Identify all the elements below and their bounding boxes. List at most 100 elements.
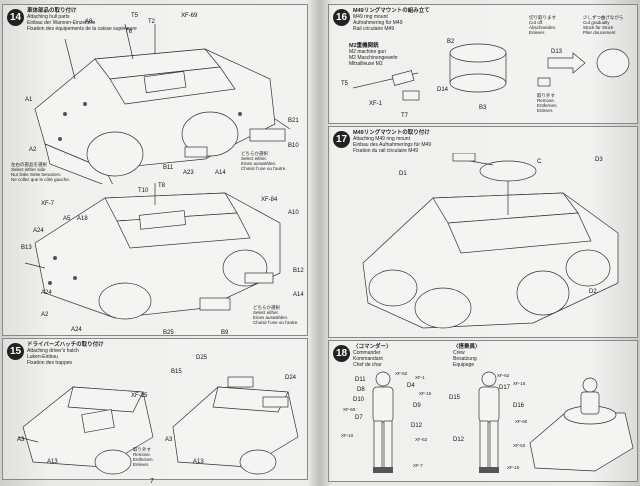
step-18-crew-header: 〈搭乗員〉 Crew Besatzung Equipage [453, 344, 481, 368]
part-label: A3 [165, 437, 173, 443]
part-label: B10 [288, 143, 299, 149]
part-label: C [537, 159, 542, 165]
step-16-number: 16 [333, 9, 350, 26]
step-14-panel: 14 車体部品の取り付け Attaching hull parts Einbau… [2, 4, 308, 336]
step-14-note-a: どちらか選択 Select either. Eines auswählen. C… [241, 151, 287, 171]
part-label: B21 [288, 118, 299, 124]
part-label: A1 [25, 97, 33, 103]
part-label: A18 [77, 216, 88, 222]
paint-label: XF-69 [181, 13, 198, 19]
step-16-note-bend: 少しずつ曲げながら Cut gradually Stück für Stück … [583, 15, 624, 35]
right-page: 16 M49リングマウントの組み立て M49 ring mount Aufnah… [320, 0, 640, 486]
part-label: D15 [449, 395, 461, 401]
step-18-placement-drawing [529, 377, 634, 472]
part-label: A6 [85, 19, 93, 25]
step-14-header: 車体部品の取り付け Attaching hull parts Einbau de… [27, 8, 137, 32]
step-16-note-cut: 切り取ります Cut off. Abschneiden. Enlever. [529, 15, 557, 35]
part-label: D1 [399, 171, 407, 177]
part-label: T6 [125, 29, 133, 35]
step-15-hatch-drawing-right [172, 376, 299, 475]
paint-label: XF-15 [419, 391, 432, 396]
part-label: A14 [215, 170, 226, 176]
step-16-panel: 16 M49リングマウントの組み立て M49 ring mount Aufnah… [328, 4, 638, 124]
part-label: B9 [221, 330, 229, 336]
part-label: T5 [131, 13, 139, 19]
header-fr: Fixation des équipements de la caisse su… [27, 26, 137, 32]
part-label: D2 [589, 289, 597, 295]
part-label: D11 [355, 377, 366, 383]
step-14-lower-hull-drawing [24, 183, 281, 320]
paint-label: XF-1 [369, 101, 383, 107]
part-label: D13 [551, 49, 563, 55]
paint-label: XF-84 [261, 197, 278, 203]
crew-figure-drawing [478, 371, 500, 473]
step-16-header: M49リングマウントの組み立て M49 ring mount Aufnahmer… [353, 8, 430, 32]
step-15-number: 15 [7, 343, 24, 360]
part-label: A2 [41, 312, 49, 318]
step-14-number: 14 [7, 9, 24, 26]
part-label: A10 [288, 210, 299, 216]
page-number: 7 [150, 478, 154, 485]
part-label: D12 [453, 437, 465, 443]
header-jp: 車体部品の取り付け [27, 8, 77, 14]
step-18-commander-header: 〈コマンダー〉 Commander Kommandant Chef de cha… [353, 344, 392, 368]
step-14-upper-hull-drawing [34, 23, 291, 184]
part-label: B12 [293, 268, 304, 274]
part-label: B25 [163, 330, 174, 336]
part-label: D24 [285, 375, 297, 381]
part-label: D12 [411, 423, 423, 429]
part-label: T8 [158, 183, 166, 189]
step-17-panel: 17 M49リングマウントの取り付け Attaching M49 ring mo… [328, 126, 638, 338]
part-label: D25 [196, 355, 208, 361]
part-label: A13 [193, 459, 204, 465]
step-14-note-left: 左右の部品を選択 Select either side Nur linke Se… [11, 162, 71, 182]
header-en: Attaching hull parts [27, 14, 70, 20]
part-label: D3 [595, 157, 603, 163]
paint-label: XF-1 [415, 375, 425, 380]
step-14-note-b: どちらか選択 Select either. Eines auswählen. C… [253, 305, 299, 325]
part-label: D17 [499, 385, 511, 391]
part-label: B11 [163, 165, 174, 171]
left-page: 14 車体部品の取り付け Attaching hull parts Einbau… [2, 4, 308, 485]
part-label: A14 [293, 292, 304, 298]
paint-label: XF-52 [513, 443, 526, 448]
step-18-panel: 18 〈コマンダー〉 Commander Kommandant Chef de … [328, 340, 638, 482]
step-15-header: ドライバーズハッチの取り付け Attaching driver's hatch … [27, 342, 104, 366]
step-15-note: 取り外す Remove. Entfernen. Enlever. [133, 447, 154, 467]
paint-label: XF-62 [497, 373, 510, 378]
part-label: A23 [183, 170, 194, 176]
part-label: A24 [41, 290, 52, 296]
paint-label: XF-7 [41, 201, 55, 207]
part-label: A2 [29, 147, 37, 153]
part-label: D14 [437, 87, 449, 93]
part-label: T7 [401, 113, 409, 119]
part-label: D4 [407, 383, 415, 389]
step-18-number: 18 [333, 345, 350, 362]
part-label: D7 [355, 415, 363, 421]
step-17-number: 17 [333, 131, 350, 148]
step-15-panel: 15 ドライバーズハッチの取り付け Attaching driver's hat… [2, 338, 308, 480]
part-label: T2 [148, 19, 156, 25]
step-16-note-remove: 取り外す Remove. Entfernen. Enlever. [537, 93, 558, 113]
part-label: B2 [447, 39, 455, 45]
commander-figure-drawing [372, 371, 394, 473]
part-label: T10 [138, 188, 149, 194]
part-label: A24 [33, 228, 44, 234]
part-label: A3 [17, 437, 25, 443]
step-17-vehicle-drawing [362, 153, 619, 329]
paint-label: XF-15 [513, 381, 526, 386]
part-label: D9 [413, 403, 421, 409]
paint-label: XF-10 [507, 465, 520, 470]
part-label: B3 [479, 105, 487, 111]
part-label: A5 [63, 216, 71, 222]
part-label: D10 [353, 397, 365, 403]
paint-label: XF-62 [395, 371, 408, 376]
paint-label: XF-15 [131, 393, 148, 399]
part-label: D16 [513, 403, 525, 409]
paint-label: XF-60 [343, 407, 356, 412]
part-label: A24 [71, 327, 82, 333]
part-label: T5 [341, 81, 349, 87]
paint-label: XF-52 [415, 437, 428, 442]
part-label: B13 [21, 245, 32, 251]
